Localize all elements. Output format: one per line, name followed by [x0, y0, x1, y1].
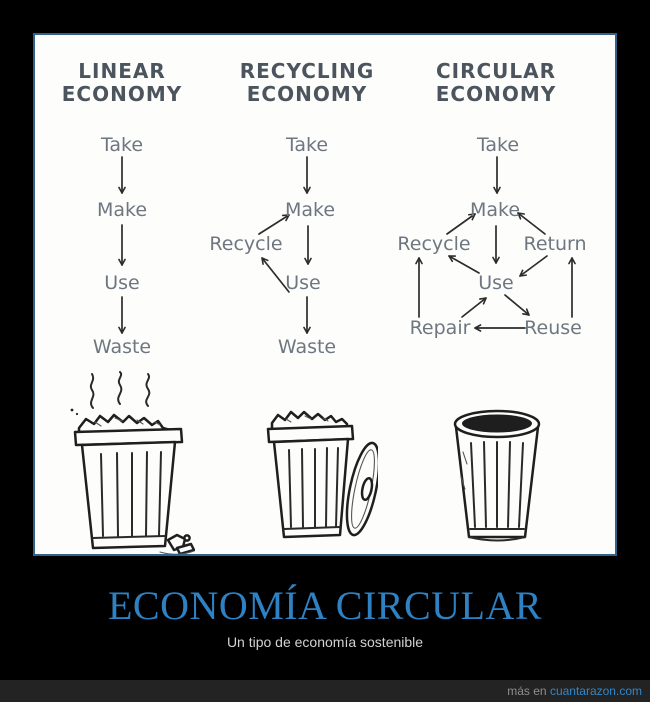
overflowing-trash-can-icon — [70, 371, 195, 554]
node-linear-use: Use — [104, 272, 140, 294]
node-linear-make: Make — [96, 199, 148, 221]
edge-circular-repair-use — [461, 297, 487, 318]
header-line: ECONOMY — [246, 82, 368, 106]
edge-circular-recycle-make — [446, 213, 476, 235]
node-circular-take: Take — [476, 134, 520, 156]
edge-circular-use-recycle — [448, 255, 480, 274]
node-recycling-recycle: Recycle — [209, 233, 283, 255]
empty-trash-can-icon — [453, 409, 541, 542]
node-linear-take: Take — [100, 134, 144, 156]
node-recycling-take: Take — [285, 134, 329, 156]
node-circular-reuse: Reuse — [524, 317, 582, 339]
node-linear-waste: Waste — [92, 336, 152, 358]
watermark-site-link[interactable]: cuantarazon.com — [549, 684, 642, 698]
header-line: CIRCULAR — [435, 59, 557, 83]
edge-recycling-use-recycle — [261, 257, 290, 293]
column-header-linear: LINEAR ECONOMY — [32, 60, 212, 106]
node-recycling-use: Use — [285, 272, 321, 294]
edge-circular-return-use — [519, 255, 548, 277]
column-header-recycling: RECYCLING ECONOMY — [217, 60, 397, 106]
node-circular-use: Use — [478, 272, 514, 294]
node-circular-return: Return — [523, 233, 587, 255]
full-trash-can-with-lid-icon — [266, 410, 378, 539]
node-circular-repair: Repair — [409, 317, 471, 339]
poster-subtitle: Un tipo de economía sostenible — [226, 634, 424, 650]
economy-comparison-panel: LINEAR ECONOMY RECYCLING ECONOMY CIRCULA… — [33, 33, 617, 556]
header-line: LINEAR — [78, 59, 166, 83]
column-header-circular: CIRCULAR ECONOMY — [406, 60, 586, 106]
header-line: ECONOMY — [435, 82, 557, 106]
node-circular-recycle: Recycle — [397, 233, 471, 255]
watermark-prefix: más en — [507, 684, 550, 698]
node-circular-make: Make — [469, 199, 521, 221]
header-line: RECYCLING — [239, 59, 375, 83]
edge-circular-use-reuse — [504, 294, 530, 316]
node-recycling-make: Make — [284, 199, 336, 221]
edge-recycling-recycle-make — [258, 214, 290, 235]
node-recycling-waste: Waste — [277, 336, 337, 358]
edge-circular-return-make — [517, 212, 546, 235]
poster-title: ECONOMÍA CIRCULAR — [107, 583, 543, 628]
watermark-bar: más en cuantarazon.com — [0, 680, 650, 702]
header-line: ECONOMY — [61, 82, 183, 106]
flow-arrows-layer — [118, 156, 576, 334]
